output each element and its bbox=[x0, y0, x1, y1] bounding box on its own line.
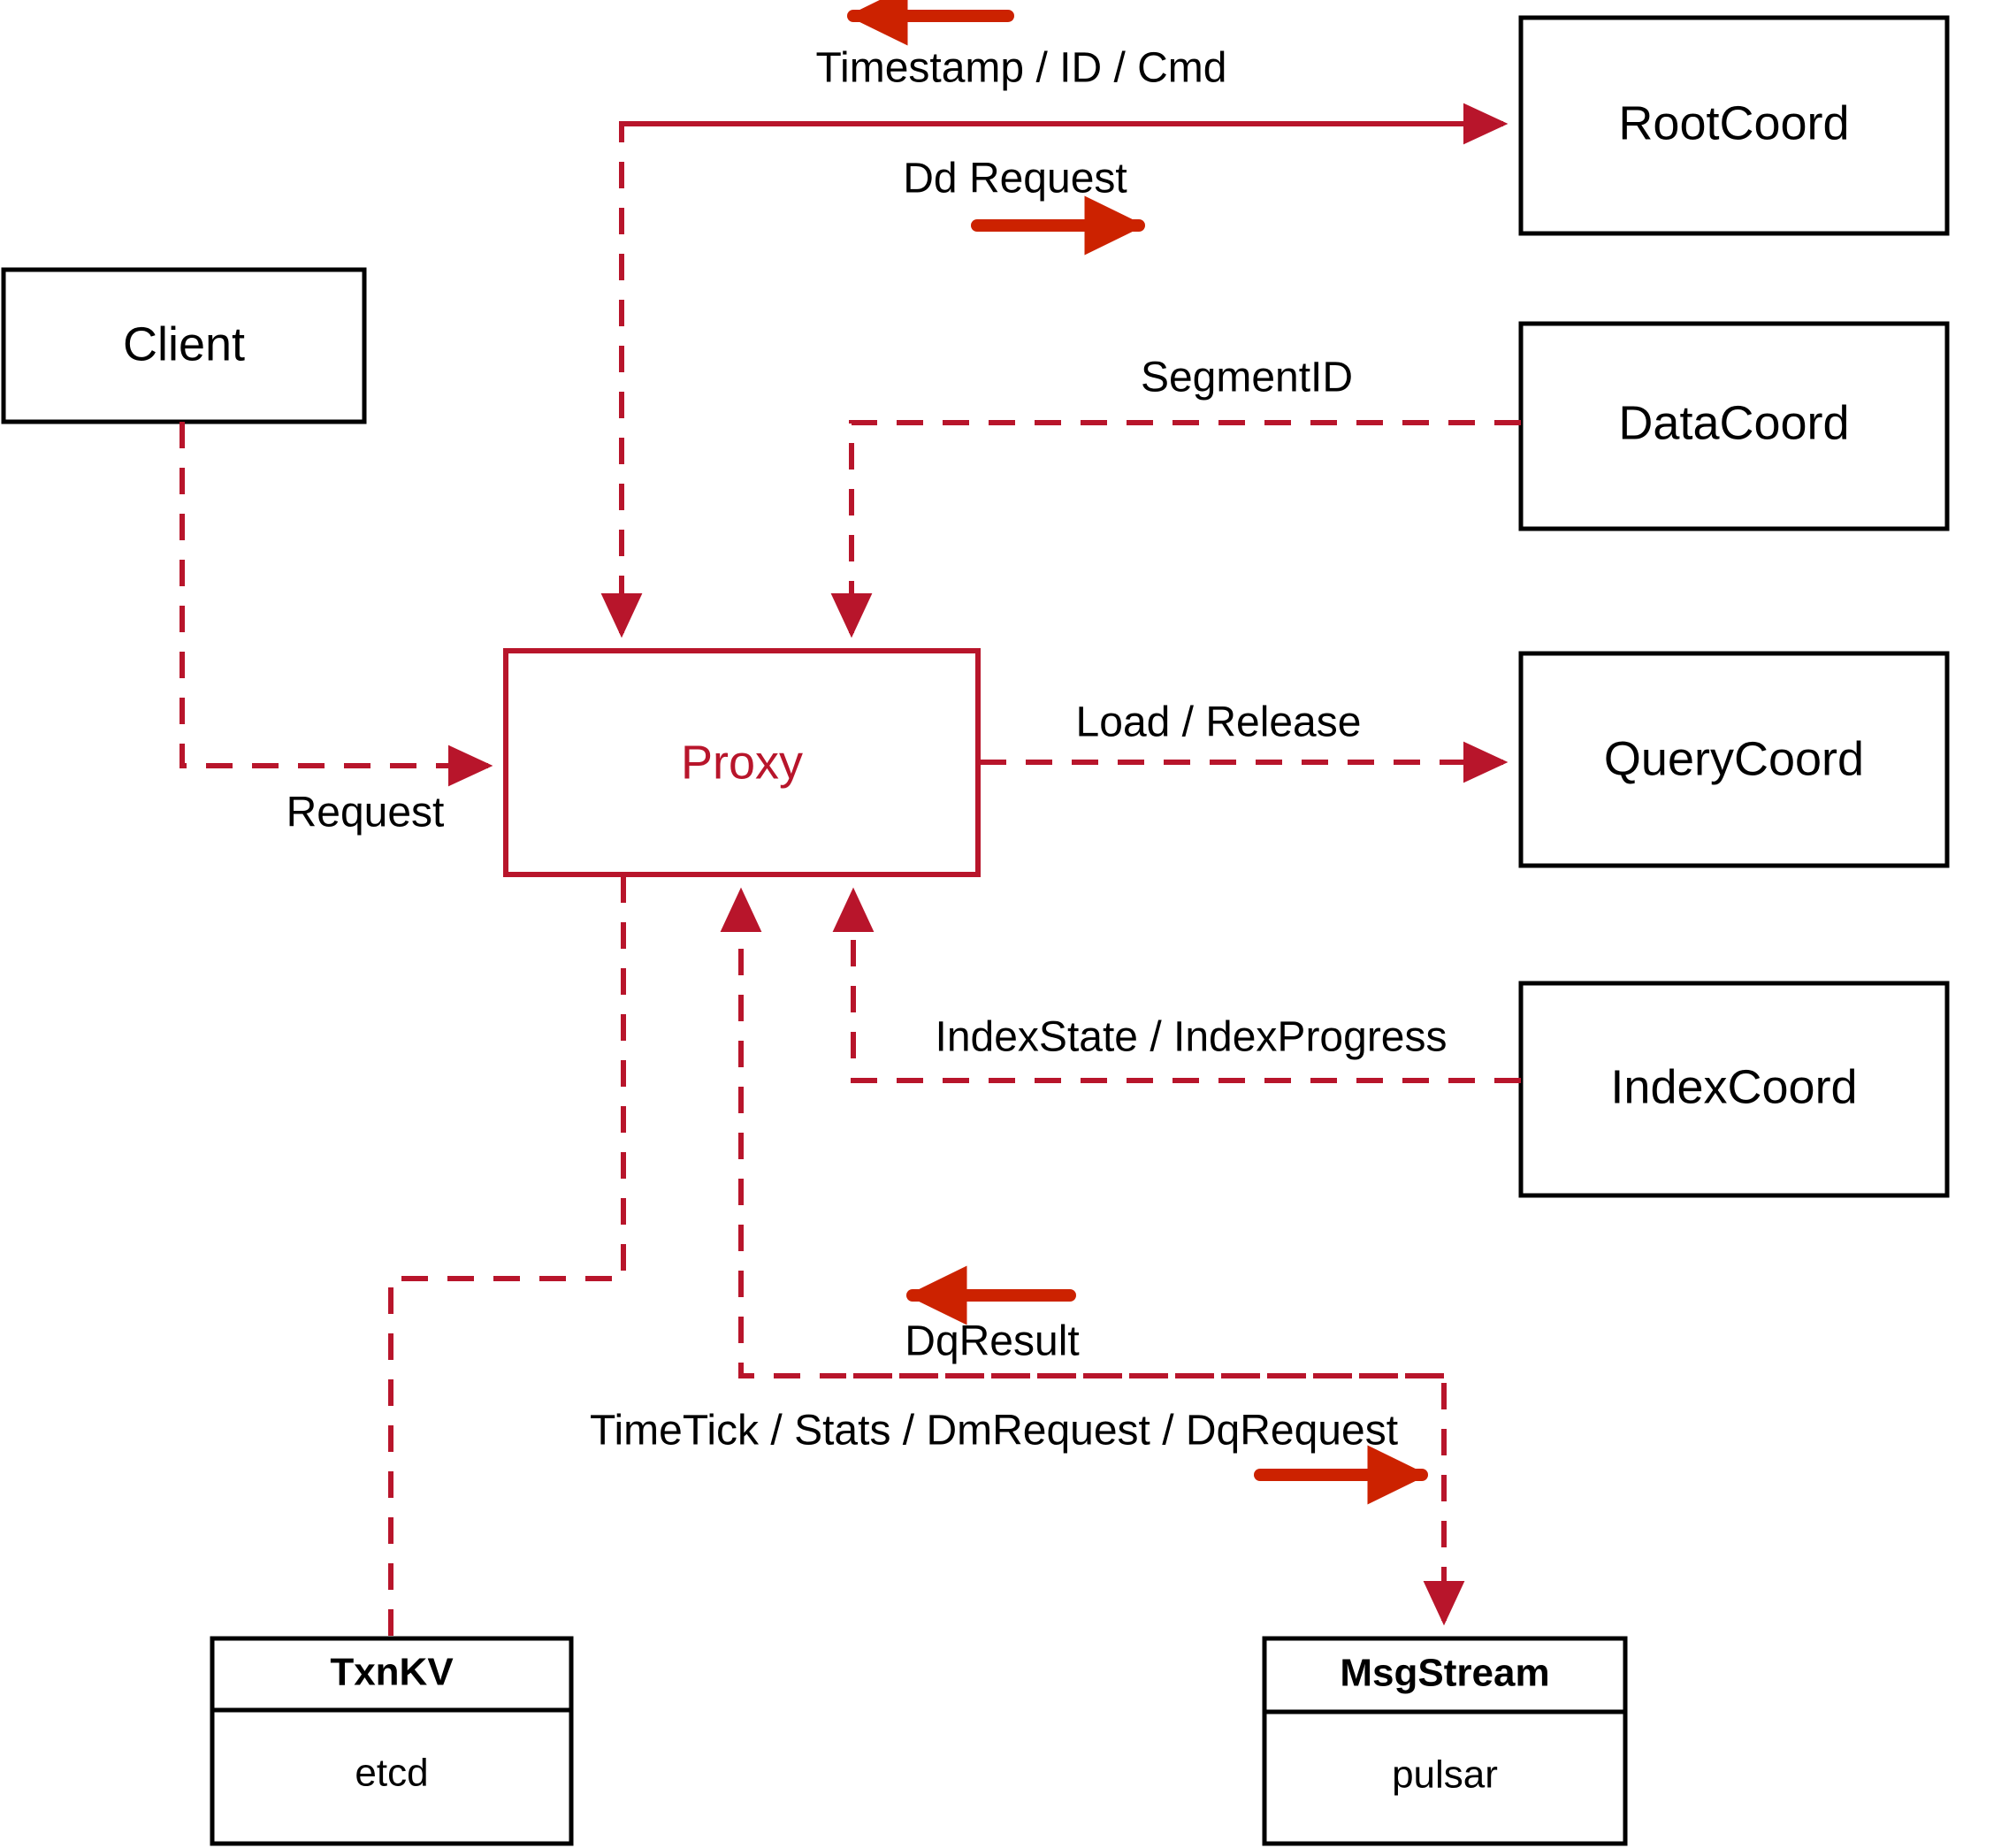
indexcoord-box bbox=[1518, 981, 1950, 1198]
proxy-label: Proxy bbox=[681, 736, 803, 789]
edge-msgstream-to-proxy bbox=[720, 887, 1444, 1378]
edge-label-timetick-stats-dm-dq: TimeTick / Stats / DmRequest / DqRequest bbox=[590, 1408, 1398, 1455]
edge-label-segment-id: SegmentID bbox=[1141, 355, 1353, 401]
edge-label-index-state-progress: IndexState / IndexProgress bbox=[936, 1014, 1448, 1061]
node-proxy[interactable]: Proxy bbox=[503, 648, 981, 877]
node-msgstream[interactable]: MsgStream pulsar bbox=[1262, 1636, 1628, 1846]
querycoord-label: QueryCoord bbox=[1604, 732, 1864, 785]
node-rootcoord[interactable]: RootCoord bbox=[1518, 15, 1950, 236]
querycoord-box bbox=[1518, 651, 1950, 868]
edge-datacoord-to-proxy bbox=[830, 420, 1521, 638]
edge-proxy-to-txnkv bbox=[388, 876, 626, 1638]
edge-client-to-proxy bbox=[180, 422, 493, 787]
rootcoord-box bbox=[1518, 15, 1950, 236]
indexcoord-label: IndexCoord bbox=[1610, 1060, 1857, 1113]
edge-label-dq-result: DqResult bbox=[905, 1318, 1079, 1365]
node-txnkv[interactable]: TxnKV etcd bbox=[210, 1636, 574, 1846]
node-indexcoord[interactable]: IndexCoord bbox=[1518, 981, 1950, 1198]
node-querycoord[interactable]: QueryCoord bbox=[1518, 651, 1950, 868]
edge-indexcoord-to-proxy bbox=[832, 887, 1521, 1083]
datacoord-label: DataCoord bbox=[1618, 396, 1849, 449]
client-box bbox=[1, 267, 367, 424]
msgstream-impl-label: pulsar bbox=[1392, 1753, 1498, 1797]
client-label: Client bbox=[123, 317, 245, 370]
txnkv-box bbox=[210, 1636, 574, 1846]
datacoord-box bbox=[1518, 321, 1950, 531]
node-client[interactable]: Client bbox=[1, 267, 367, 424]
edge-proxy-rootcoord-down bbox=[600, 121, 1503, 638]
msgstream-box bbox=[1262, 1636, 1628, 1846]
txnkv-impl-label: etcd bbox=[355, 1752, 428, 1795]
node-datacoord[interactable]: DataCoord bbox=[1518, 321, 1950, 531]
edge-label-request: Request bbox=[286, 790, 445, 836]
proxy-box bbox=[503, 648, 981, 877]
edge-label-timestamp-id-cmd: Timestamp / ID / Cmd bbox=[816, 45, 1227, 92]
msgstream-title: MsgStream bbox=[1340, 1652, 1549, 1695]
rootcoord-label: RootCoord bbox=[1618, 96, 1849, 149]
edge-proxy-to-msgstream bbox=[853, 1373, 1465, 1626]
edge-label-load-release: Load / Release bbox=[1076, 699, 1362, 746]
edge-label-dd-request: Dd Request bbox=[903, 156, 1127, 202]
txnkv-title: TxnKV bbox=[330, 1651, 454, 1694]
